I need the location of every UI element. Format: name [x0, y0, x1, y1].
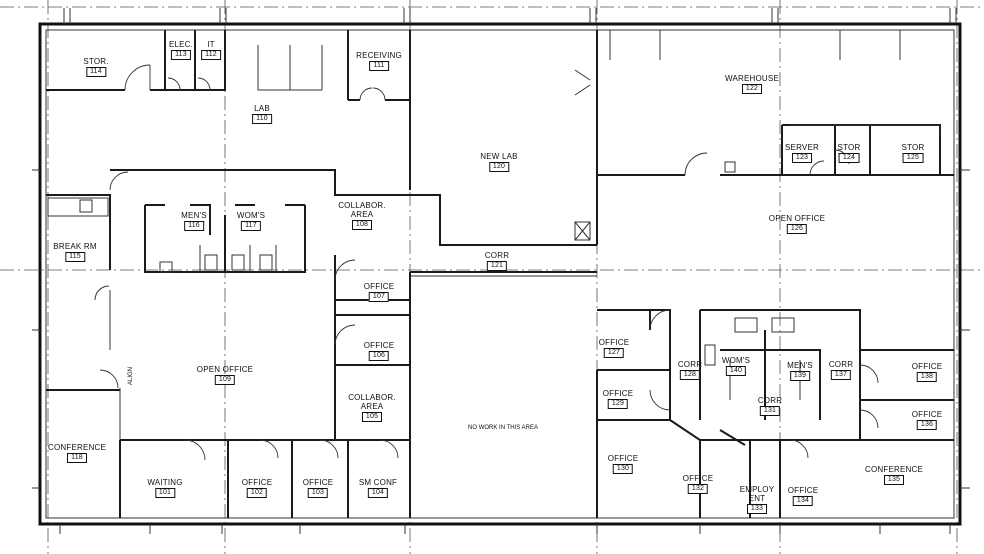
- upper-left-restrooms: [144, 204, 306, 273]
- align-note: ALIGN: [128, 366, 134, 385]
- room-114: STOR.114: [83, 57, 109, 77]
- no-work-note: NO WORK IN THIS AREA: [468, 425, 538, 431]
- exterior-walls: [32, 8, 970, 534]
- room-113: ELEC.113: [168, 40, 194, 60]
- top-left-rooms: [46, 30, 597, 246]
- break-room: [46, 171, 129, 350]
- new-lab-warehouse: [574, 30, 954, 245]
- center-rooms: [46, 255, 597, 518]
